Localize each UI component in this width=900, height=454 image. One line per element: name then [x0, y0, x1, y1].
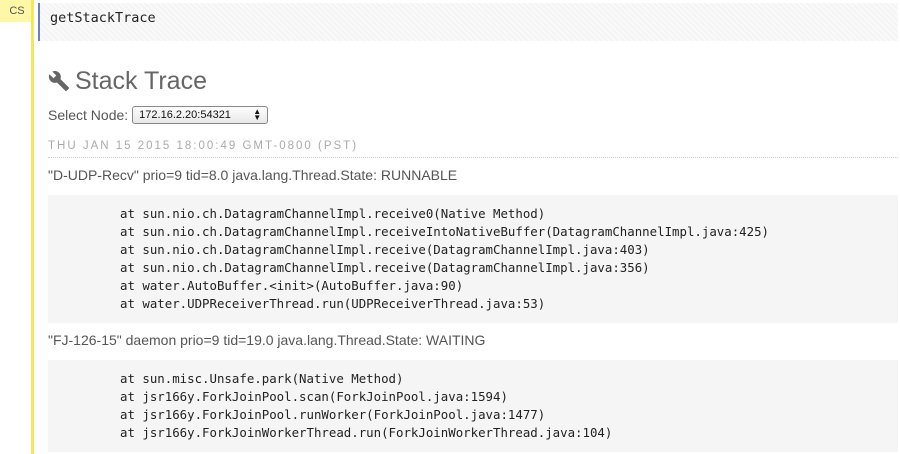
trace-timestamp: THU JAN 15 2015 18:00:49 GMT-0800 (PST) [48, 140, 898, 158]
stack-frame-line: at sun.nio.ch.DatagramChannelImpl.receiv… [120, 206, 546, 221]
cell-input[interactable]: getStackTrace [38, 3, 898, 41]
cell-command-text[interactable]: getStackTrace [50, 10, 156, 26]
stack-frame-line: at water.AutoBuffer.<init>(AutoBuffer.ja… [120, 278, 464, 293]
thread-list: "D-UDP-Recv" prio=9 tid=8.0 java.lang.Th… [48, 167, 898, 452]
select-node-label: Select Node: [48, 107, 129, 123]
stack-frame-line: at jsr166y.ForkJoinPool.runWorker(ForkJo… [120, 407, 546, 422]
wrench-icon [48, 71, 70, 92]
cell-active-marker [31, 0, 34, 454]
stack-frame-line: at sun.misc.Unsafe.park(Native Method) [120, 371, 404, 386]
stack-frame-line: at jsr166y.ForkJoinWorkerThread.run(Fork… [120, 425, 613, 440]
stack-frame-line: at jsr166y.ForkJoinPool.scan(ForkJoinPoo… [120, 389, 508, 404]
stack-frame-line: at sun.nio.ch.DatagramChannelImpl.receiv… [120, 224, 770, 239]
stack-frame-line: at sun.nio.ch.DatagramChannelImpl.receiv… [120, 260, 650, 275]
cell-type-badge[interactable]: CS [0, 0, 34, 22]
thread-header: "D-UDP-Recv" prio=9 tid=8.0 java.lang.Th… [48, 167, 458, 183]
node-select-value: 172.16.2.20:54321 [139, 109, 231, 121]
page-title: Stack Trace [75, 66, 207, 95]
stack-frame-line: at water.UDPReceiverThread.run(UDPReceiv… [120, 296, 546, 311]
stack-trace-block: at sun.nio.ch.DatagramChannelImpl.receiv… [48, 195, 898, 323]
cell-output: Stack Trace Select Node: 172.16.2.20:543… [48, 62, 898, 452]
node-select[interactable]: 172.16.2.20:54321 ▲▼ [132, 106, 269, 124]
stack-trace-block: at sun.misc.Unsafe.park(Native Method) at… [48, 360, 898, 452]
chevron-updown-icon: ▲▼ [253, 107, 262, 122]
thread-header: "FJ-126-15" daemon prio=9 tid=19.0 java.… [48, 332, 486, 348]
node-selector-row: Select Node: 172.16.2.20:54321 ▲▼ [48, 102, 898, 128]
output-header: Stack Trace [48, 62, 898, 100]
stack-frame-line: at sun.nio.ch.DatagramChannelImpl.receiv… [120, 242, 650, 257]
